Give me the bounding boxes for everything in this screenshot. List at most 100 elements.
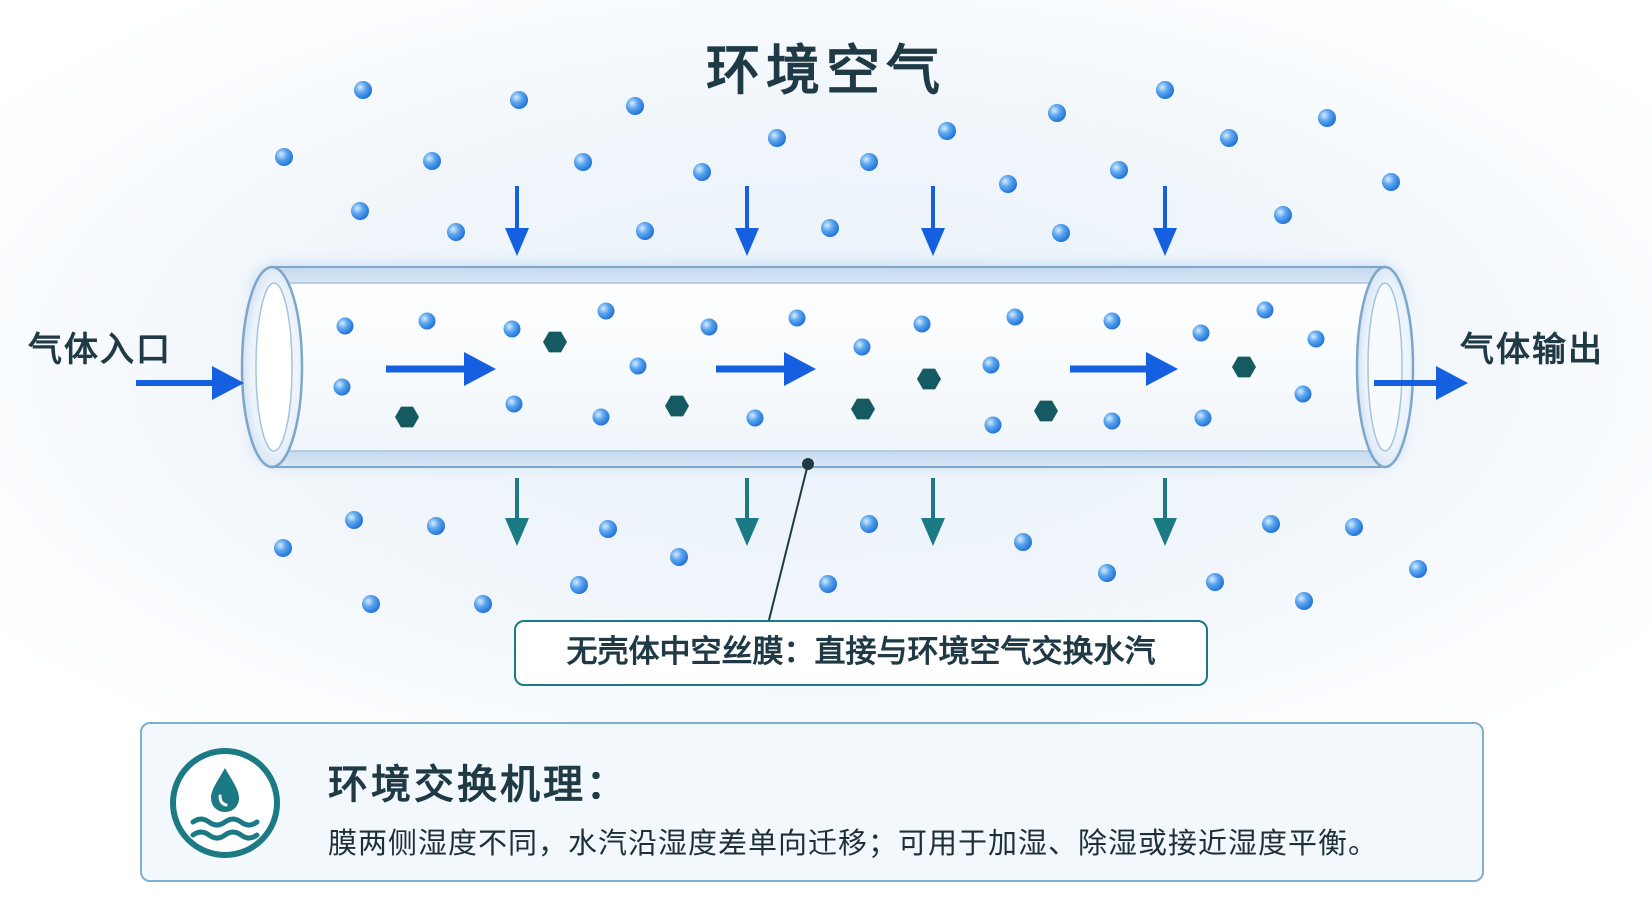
outlet-arrow [1374, 366, 1468, 400]
water-molecule [1103, 412, 1121, 430]
water-molecule [1048, 104, 1066, 122]
gas-molecules [395, 331, 1256, 428]
water-molecule [938, 122, 956, 140]
water-molecule [597, 302, 615, 320]
water-molecule [670, 548, 688, 566]
ambient-water-molecules-bottom [274, 511, 1427, 613]
gas-molecule [543, 331, 567, 353]
gas-molecule [917, 368, 941, 390]
water-molecule [860, 153, 878, 171]
info-panel: 环境交换机理： 膜两侧湿度不同，水汽沿湿度差单向迁移；可用于加湿、除湿或接近湿度… [140, 722, 1484, 882]
water-molecule [503, 320, 521, 338]
gas-molecule [665, 395, 689, 417]
inlet-label: 气体入口 [28, 330, 172, 370]
water-molecule [984, 416, 1002, 434]
water-molecule [853, 338, 871, 356]
water-molecule [819, 575, 837, 593]
water-molecule [821, 219, 839, 237]
water-molecule [574, 153, 592, 171]
water-molecule [447, 223, 465, 241]
water-molecule [1262, 515, 1280, 533]
outlet-label: 气体输出 [1460, 330, 1604, 370]
water-molecule [626, 97, 644, 115]
down-arrow-teal [1153, 478, 1177, 546]
water-molecule [354, 81, 372, 99]
water-molecule [1098, 564, 1116, 582]
water-molecule [418, 312, 436, 330]
down-arrow-teal [735, 478, 759, 546]
down-arrow-teal [921, 478, 945, 546]
water-molecule [505, 395, 523, 413]
flow-arrow [386, 352, 496, 386]
flow-arrow [1070, 352, 1178, 386]
down-arrow-blue [505, 186, 529, 256]
gas-molecule [1034, 400, 1058, 422]
water-molecule [1052, 224, 1070, 242]
water-molecule [636, 222, 654, 240]
gas-molecule [851, 398, 875, 420]
down-arrow-teal [505, 478, 529, 546]
inlet-arrow [136, 366, 244, 400]
water-molecule [860, 515, 878, 533]
water-molecule [788, 309, 806, 327]
water-molecule [768, 129, 786, 147]
down-arrow-blue [921, 186, 945, 256]
down-arrow-blue [735, 186, 759, 256]
water-molecule [1345, 518, 1363, 536]
water-molecule [336, 317, 354, 335]
water-molecule [275, 148, 293, 166]
water-molecule [1409, 560, 1427, 578]
water-molecule [1192, 324, 1210, 342]
flow-arrow [716, 352, 816, 386]
info-description: 膜两侧湿度不同，水汽沿湿度差单向迁移；可用于加湿、除湿或接近湿度平衡。 [328, 826, 1379, 860]
water-molecule [351, 202, 369, 220]
membrane-callout: 无壳体中空丝膜：直接与环境空气交换水汽 [514, 620, 1208, 686]
water-drop-waves-icon [170, 748, 280, 858]
water-molecule [1295, 592, 1313, 610]
water-molecule [427, 517, 445, 535]
water-molecule [1156, 81, 1174, 99]
water-molecule [423, 152, 441, 170]
water-molecule [599, 520, 617, 538]
flow-arrows [386, 352, 1178, 386]
water-molecule [333, 378, 351, 396]
water-molecule [1220, 129, 1238, 147]
gas-molecule [395, 406, 419, 428]
water-molecule [693, 163, 711, 181]
water-molecule [362, 595, 380, 613]
water-molecule [474, 595, 492, 613]
incoming-vapor-arrows [505, 186, 1177, 256]
water-molecule [1206, 573, 1224, 591]
water-molecule [1307, 330, 1325, 348]
water-molecule [1256, 301, 1274, 319]
callout-leader [768, 458, 814, 621]
water-molecule [1294, 385, 1312, 403]
water-molecule [982, 356, 1000, 374]
water-molecule [510, 91, 528, 109]
water-molecule [746, 409, 764, 427]
internal-water-molecules [333, 301, 1325, 434]
water-molecule [1194, 409, 1212, 427]
water-molecule [345, 511, 363, 529]
water-molecule [1014, 533, 1032, 551]
outgoing-vapor-arrows [505, 478, 1177, 546]
water-molecule [592, 408, 610, 426]
page-title: 环境空气 [706, 39, 946, 102]
water-molecule [1382, 173, 1400, 191]
water-molecule [1103, 312, 1121, 330]
water-molecule [700, 318, 718, 336]
down-arrow-blue [1153, 186, 1177, 256]
water-molecule [999, 175, 1017, 193]
water-molecule [629, 357, 647, 375]
water-molecule [274, 539, 292, 557]
water-molecule [1318, 109, 1336, 127]
gas-molecule [1232, 356, 1256, 378]
info-title: 环境交换机理： [328, 762, 629, 808]
water-molecule [570, 576, 588, 594]
ambient-water-molecules-top [275, 81, 1400, 242]
water-molecule [1110, 161, 1128, 179]
water-molecule [1274, 206, 1292, 224]
water-molecule [1006, 308, 1024, 326]
